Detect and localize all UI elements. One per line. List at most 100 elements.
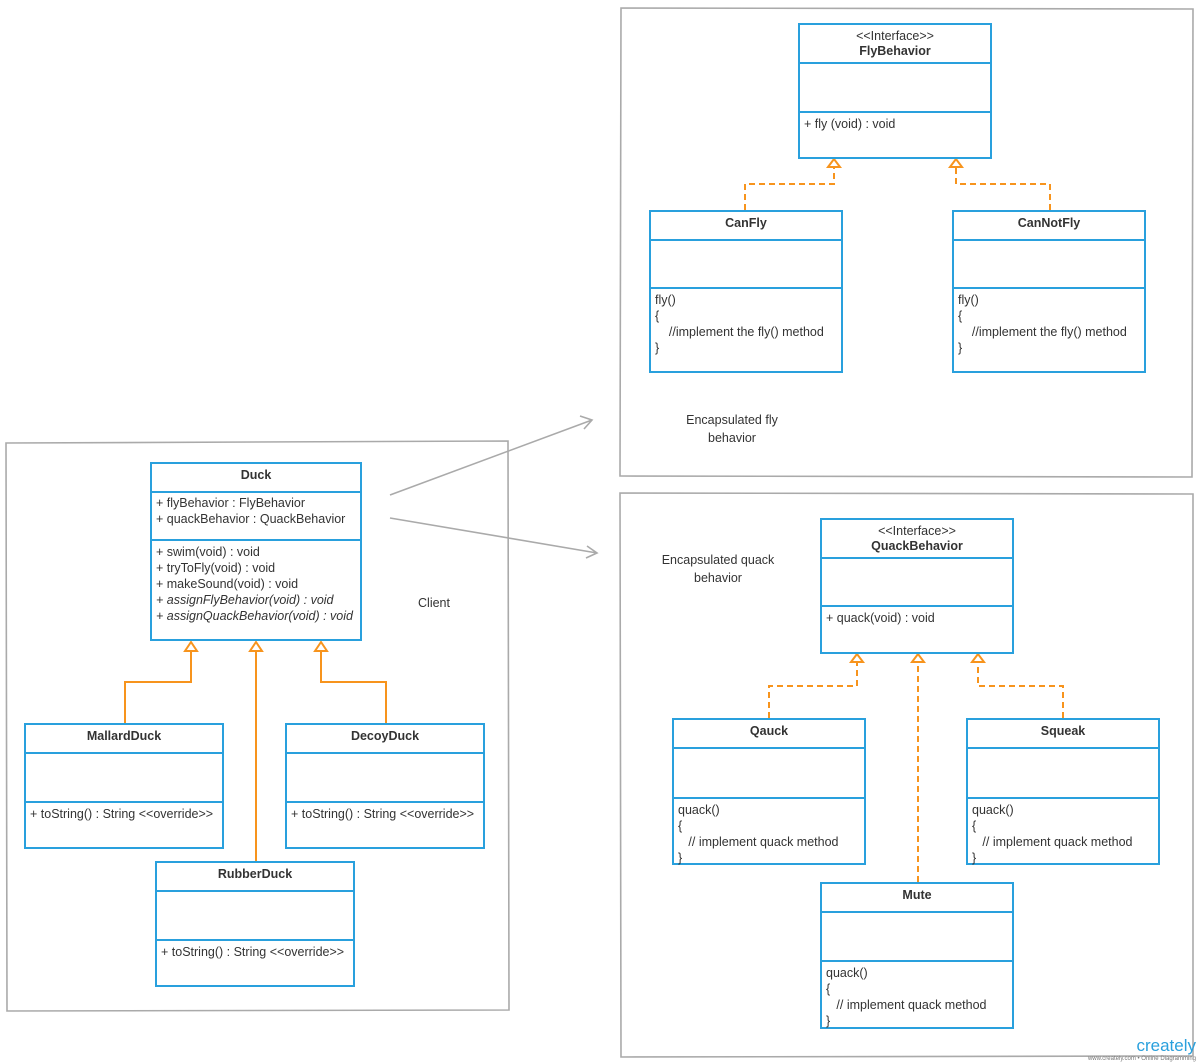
class-operations: quack(){ // implement quack method} [674,799,864,869]
class-header: Squeak [968,720,1158,749]
class-operation: quack() [826,966,868,980]
class-operation: { [678,819,683,833]
class-attributes: + flyBehavior : FlyBehavior + quackBehavi… [152,493,360,541]
class-attributes [26,754,222,803]
class-name: Qauck [749,724,789,738]
class-operation: + fly (void) : void [804,117,896,131]
class-header: Qauck [674,720,864,749]
triangle-icon [183,640,199,652]
class-name: CanNotFly [1017,216,1081,230]
arrow-to-fly-region [389,415,594,496]
class-operation: // implement quack method [678,835,839,849]
class-flybehavior[interactable]: <<Interface>>FlyBehavior + fly (void) : v… [798,23,992,159]
class-quackbehavior[interactable]: <<Interface>>QuackBehavior + quack(void) … [820,518,1014,654]
arrow-to-quack-region [389,517,599,559]
class-header: MallardDuck [26,725,222,754]
class-mute[interactable]: Mute quack() { // implement quack method} [820,882,1014,1029]
class-attribute: + quackBehavior : QuackBehavior [156,512,346,526]
class-operations: fly(){ //implement the fly() method} [954,289,1144,359]
class-name: QuackBehavior [871,539,963,553]
class-duck[interactable]: Duck + flyBehavior : FlyBehavior + quackBe… [150,462,362,641]
class-attributes [157,892,353,941]
triangle-icon [248,640,264,652]
class-mallard[interactable]: MallardDuck + toString() : String <<overr… [24,723,224,849]
class-header: RubberDuck [157,863,353,892]
triangle-icon [849,652,865,663]
class-name: Squeak [1040,724,1086,738]
class-header: CanFly [651,212,841,241]
class-operations: quack() { // implement quack method} [968,799,1158,869]
triangle-icon [826,157,842,168]
class-header: DecoyDuck [287,725,483,754]
class-name: Duck [240,468,272,482]
class-name: FlyBehavior [859,44,931,58]
class-operation: //implement the fly() method [958,325,1127,339]
class-operations: + quack(void) : void [822,607,1012,629]
class-operation: + swim(void) : void [156,545,260,559]
cannotfly-realization [955,167,1051,210]
class-rubber[interactable]: RubberDuck + toString() : String <<overri… [155,861,355,987]
quack-region-label: Encapsulated quack behavior [661,553,775,585]
quack-region-frame [619,492,1194,1058]
class-operations: + toString() : String <<override>> [287,803,483,825]
class-attributes [968,749,1158,799]
class-stereotype: <<Interface>> [878,524,956,538]
triangle-icon [910,652,926,663]
class-header: Duck [152,464,360,493]
logo-brand: creately [1136,1036,1196,1055]
class-operation: + toString() : String <<override>> [291,807,475,821]
class-operation: } [655,341,660,355]
triangle-icon [313,640,329,652]
class-attributes [287,754,483,803]
canfly-realization [744,167,835,210]
class-operation: //implement the fly() method [655,325,824,339]
class-header: CanNotFly [954,212,1144,241]
class-attributes [651,241,841,289]
class-operation: fly() [958,293,979,307]
class-operation: + tryToFly(void) : void [156,561,276,575]
class-operation: { [958,309,963,323]
class-attributes [800,64,990,113]
class-operation: + assignQuackBehavior(void) : void [156,609,353,623]
class-decoy[interactable]: DecoyDuck + toString() : String <<overrid… [285,723,485,849]
class-name: CanFly [725,216,767,230]
class-operations: + toString() : String <<override>> [26,803,222,825]
class-operation: } [972,851,977,865]
fly-region-label: Encapsulated fly behavior [686,413,778,445]
class-operation: // implement quack method [972,835,1133,849]
class-operation: { [972,819,977,833]
class-operation: + toString() : String <<override>> [30,807,214,821]
class-cannotfly[interactable]: CanNotFly fly() { //implement the fly() me… [952,210,1146,373]
creately-logo: creately www.creately.com • Online Diagr… [1088,1036,1196,1062]
class-operation: // implement quack method [826,998,987,1012]
class-attributes [954,241,1144,289]
class-attributes [822,913,1012,962]
class-squeak[interactable]: Squeak quack() { // implement quack method… [966,718,1160,865]
class-header: Mute [822,884,1012,913]
triangle-icon [970,652,986,663]
class-operations: quack() { // implement quack method} [822,962,1012,1032]
class-operations: + swim(void) : void + tryToFly(void) : vo… [152,541,360,627]
triangle-icon [948,157,964,168]
class-attributes [674,749,864,799]
class-operation: + makeSound(void) : void [156,577,299,591]
class-operations: fly() { //implement the fly() method} [651,289,841,359]
mallard-inheritance [124,651,192,723]
class-operation: quack() [972,803,1014,817]
class-operations: + fly (void) : void [800,113,990,135]
class-name: MallardDuck [86,729,162,743]
class-canfly[interactable]: CanFly fly() { //implement the fly() metho… [649,210,843,373]
class-operation: + toString() : String <<override>> [161,945,345,959]
qauck-realization [768,662,858,718]
class-attribute: + flyBehavior : FlyBehavior [156,496,306,510]
class-attributes [822,559,1012,607]
class-operation: { [655,309,660,323]
class-operation: } [826,1014,831,1028]
class-operation: { [826,982,831,996]
class-header: <<Interface>>FlyBehavior [800,25,990,64]
class-operation: fly() [655,293,676,307]
class-operation: + quack(void) : void [826,611,935,625]
logo-tagline: www.creately.com • Online Diagramming [1087,1056,1196,1062]
